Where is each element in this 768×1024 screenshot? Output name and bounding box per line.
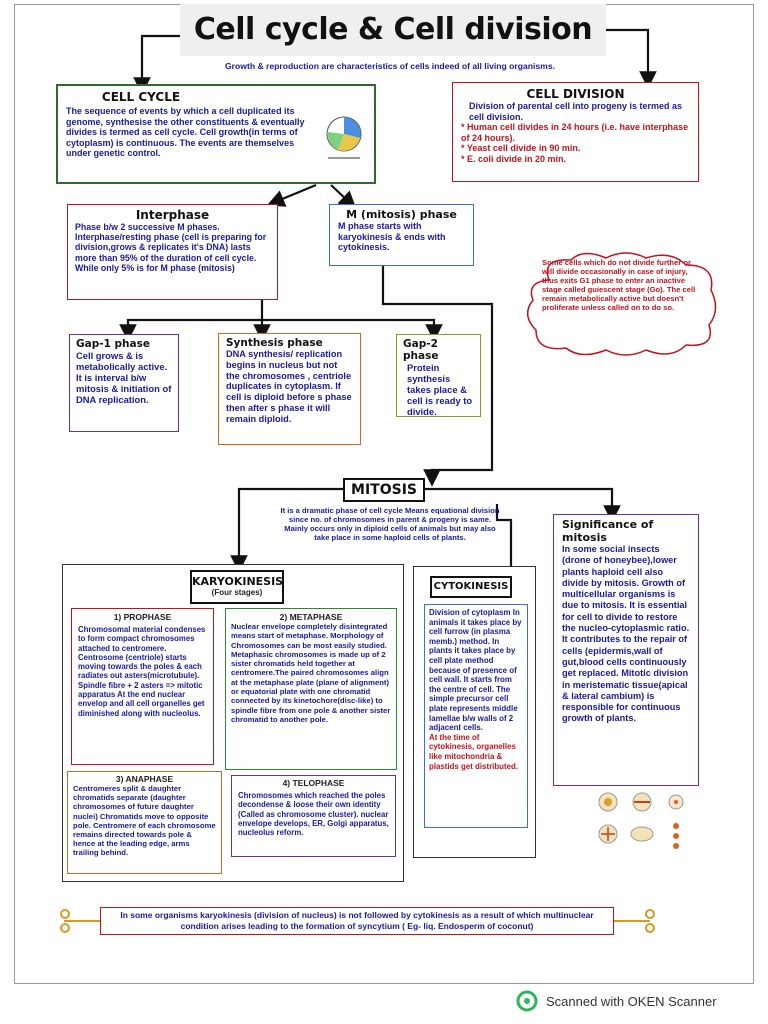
prophase-box: 1) PROPHASE Chromosomal material condens… bbox=[71, 608, 214, 765]
synthesis-box: Synthesis phase DNA synthesis/ replicati… bbox=[218, 333, 361, 445]
cloud-note: Some cells which do not divide further o… bbox=[542, 258, 702, 312]
gap2-text: Protein synthesis takes place & cell is … bbox=[407, 362, 473, 417]
telophase-box: 4) TELOPHASE Chromosomes which reached t… bbox=[231, 775, 396, 857]
telophase-text: Chromosomes which reached the poles deco… bbox=[238, 791, 389, 838]
interphase-heading: Interphase bbox=[135, 208, 210, 222]
metaphase-text: Nuclear envelope completely disintegrate… bbox=[231, 622, 391, 724]
cell-division-text: Division of parental cell into progeny i… bbox=[469, 101, 683, 122]
interphase-box: Interphase Phase b/w 2 successive M phas… bbox=[67, 204, 278, 300]
gap2-heading: Gap-2 phase bbox=[403, 338, 439, 362]
anaphase-heading: 3) ANAPHASE bbox=[115, 774, 174, 784]
cytokinesis-note: At the time of cytokinesis, organelles l… bbox=[429, 732, 518, 771]
syncytium-note-box: In some organisms karyokinesis (division… bbox=[100, 907, 614, 935]
cell-division-fact: * E. coli divide in 20 min. bbox=[461, 153, 567, 164]
syncytium-note: In some organisms karyokinesis (division… bbox=[120, 910, 594, 931]
karyokinesis-heading: KARYOKINESIS bbox=[192, 575, 284, 588]
cytokinesis-heading: CYTOKINESIS bbox=[433, 581, 509, 592]
page-title: Cell cycle & Cell division bbox=[193, 12, 593, 47]
cloud-shape bbox=[527, 252, 717, 356]
prophase-text: Chromosomal material condenses to form c… bbox=[78, 625, 206, 718]
telophase-heading: 4) TELOPHASE bbox=[282, 778, 345, 788]
anaphase-box: 3) ANAPHASE Centromeres split & daughter… bbox=[67, 771, 222, 874]
karyokinesis-subheading: (Four stages) bbox=[211, 588, 263, 597]
significance-heading: Significance of mitosis bbox=[562, 518, 654, 544]
cytokinesis-title-box: CYTOKINESIS bbox=[430, 576, 512, 598]
quiescent-stage-note: Some cells which do not divide further o… bbox=[542, 258, 696, 312]
metaphase-heading: 2) METAPHASE bbox=[279, 612, 343, 622]
gap1-heading: Gap-1 phase bbox=[76, 338, 150, 350]
synthesis-heading: Synthesis phase bbox=[226, 337, 323, 349]
cell-cycle-heading: CELL CYCLE bbox=[101, 90, 181, 104]
cell-cycle-text: The sequence of events by which a cell d… bbox=[66, 106, 305, 159]
m-phase-heading: M (mitosis) phase bbox=[346, 208, 457, 221]
interphase-text: Phase b/w 2 successive M phases. Interph… bbox=[75, 222, 267, 273]
significance-text: In some social insects (drone of honeybe… bbox=[562, 544, 690, 724]
title-box: Cell cycle & Cell division bbox=[180, 4, 606, 56]
cell-division-heading: CELL DIVISION bbox=[526, 87, 625, 101]
mitosis-box: MITOSIS bbox=[343, 478, 425, 502]
mitosis-stage-thumbnails bbox=[598, 792, 684, 849]
m-phase-box: M (mitosis) phase M phase starts with ka… bbox=[329, 204, 474, 266]
scanner-brand-text: Scanned with OKEN Scanner bbox=[546, 993, 717, 1009]
prophase-heading: 1) PROPHASE bbox=[113, 612, 172, 622]
synthesis-text: DNA synthesis/ replication begins in nuc… bbox=[226, 349, 352, 424]
anaphase-text: Centromeres split & daughter chromatids … bbox=[73, 784, 216, 858]
oken-logo-icon bbox=[516, 990, 538, 1012]
significance-box: Significance of mitosis In some social i… bbox=[553, 514, 699, 786]
cell-division-box: CELL DIVISION Division of parental cell … bbox=[452, 82, 699, 182]
mitosis-heading: MITOSIS bbox=[351, 482, 417, 498]
cell-cycle-box: CELL CYCLE The sequence of events by whi… bbox=[56, 84, 376, 184]
cytokinesis-inner: Division of cytoplasm In animals it take… bbox=[424, 604, 528, 828]
cell-cycle-diagram-icon bbox=[326, 116, 362, 159]
scanner-watermark: Scanned with OKEN Scanner bbox=[516, 990, 717, 1012]
gap1-box: Gap-1 phase Cell grows & is metabolicall… bbox=[69, 334, 179, 432]
gap2-box: Gap-2 phase Protein synthesis takes plac… bbox=[396, 334, 481, 417]
cell-division-fact: * Human cell divides in 24 hours (i.e. h… bbox=[461, 122, 689, 143]
mitosis-text: It is a dramatic phase of cell cycle Mea… bbox=[280, 506, 500, 542]
karyokinesis-title-box: KARYOKINESIS (Four stages) bbox=[190, 570, 284, 604]
gap1-text: Cell grows & is metabolically active. It… bbox=[76, 350, 172, 405]
page-subtitle: Growth & reproduction are characteristic… bbox=[225, 61, 555, 71]
cytokinesis-text: Division of cytoplasm In animals it take… bbox=[429, 608, 522, 733]
m-phase-text: M phase starts with karyokinesis & ends … bbox=[338, 221, 446, 253]
metaphase-box: 2) METAPHASE Nuclear envelope completely… bbox=[225, 608, 397, 770]
cell-division-fact: * Yeast cell divide in 90 min. bbox=[461, 143, 581, 154]
